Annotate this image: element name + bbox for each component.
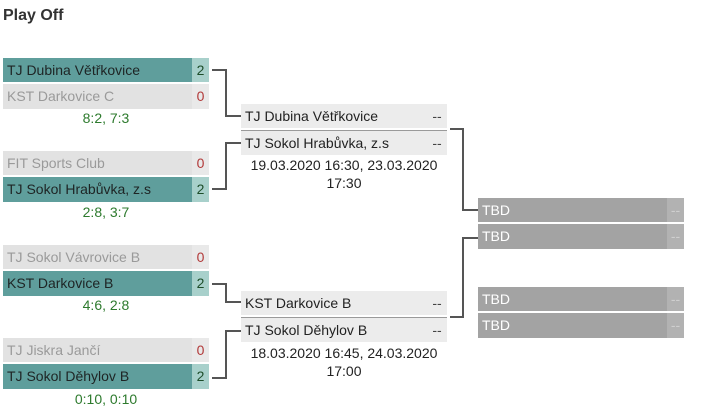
semi-1-team-bottom[interactable]: TJ Sokol Hrabůvka, z.s --: [241, 130, 447, 155]
connector-line: [225, 330, 227, 379]
match-1-result: 8:2, 7:3: [82, 110, 130, 126]
team-score: --: [667, 224, 684, 249]
connector-line: [462, 209, 478, 211]
match-2-team-top[interactable]: FIT Sports Club 0: [3, 151, 209, 176]
team-score: 2: [192, 364, 209, 389]
page-title: Play Off: [3, 7, 64, 24]
team-name: TJ Sokol Děhylov B: [245, 322, 368, 338]
team-score: --: [427, 291, 447, 315]
schedule-line: 19.03.2020 16:30, 23.03.2020: [250, 157, 438, 173]
team-score: 0: [192, 151, 209, 175]
team-name: TJ Dubina Větřkovice: [7, 62, 141, 78]
connector-line: [462, 237, 478, 239]
connector-line: [225, 330, 241, 332]
team-score: --: [667, 313, 684, 338]
third-place-team-top[interactable]: TBD --: [478, 287, 684, 312]
team-score: 0: [192, 84, 209, 109]
match-4-team-bottom[interactable]: TJ Sokol Děhylov B 2: [3, 364, 209, 389]
semi-2-team-top[interactable]: KST Darkovice B --: [241, 291, 447, 316]
schedule-line: 18.03.2020 16:45, 24.03.2020: [250, 345, 438, 361]
team-name: TJ Sokol Hrabůvka, z.s: [7, 181, 151, 197]
match-2-team-bottom[interactable]: TJ Sokol Hrabůvka, z.s 2: [3, 177, 209, 202]
match-3-team-bottom[interactable]: KST Darkovice B 2: [3, 271, 209, 296]
connector-line: [450, 316, 464, 318]
connector-line: [225, 142, 227, 190]
connector-line: [225, 69, 227, 117]
connector-line: [225, 283, 227, 303]
match-4-result: 0:10, 0:10: [74, 391, 138, 407]
team-score: --: [667, 287, 684, 311]
team-name: TJ Jiskra Jančí: [7, 342, 101, 358]
schedule-line: 17:30: [326, 175, 362, 191]
match-1-team-bottom[interactable]: KST Darkovice C 0: [3, 84, 209, 109]
connector-line: [225, 142, 241, 144]
match-3-team-top[interactable]: TJ Sokol Vávrovice B 0: [3, 245, 209, 270]
team-score: 2: [192, 271, 209, 296]
match-3-result: 4:6, 2:8: [82, 297, 130, 313]
team-name: TBD: [482, 228, 510, 244]
final-team-top[interactable]: TBD --: [478, 198, 684, 223]
team-name: TJ Dubina Větřkovice: [245, 108, 379, 124]
team-score: 0: [192, 338, 209, 362]
team-score: --: [427, 104, 447, 128]
team-name: TBD: [482, 317, 510, 333]
connector-line: [225, 115, 241, 117]
team-name: TBD: [482, 202, 510, 218]
team-name: KST Darkovice B: [7, 275, 114, 291]
connector-line: [212, 283, 227, 285]
semi-1-team-top[interactable]: TJ Dubina Větřkovice --: [241, 104, 447, 129]
team-name: TJ Sokol Vávrovice B: [7, 249, 141, 265]
connector-line: [212, 69, 227, 71]
connector-line: [212, 188, 227, 190]
connector-line: [212, 377, 227, 379]
team-score: 0: [192, 245, 209, 269]
team-name: TJ Sokol Hrabůvka, z.s: [245, 135, 389, 151]
connector-line: [450, 128, 464, 130]
team-name: KST Darkovice C: [7, 88, 115, 104]
team-name: FIT Sports Club: [7, 155, 105, 171]
semi-1-schedule: 19.03.2020 16:30, 23.03.2020 17:30: [241, 156, 447, 192]
connector-line: [462, 237, 464, 318]
team-name: TJ Sokol Děhylov B: [7, 368, 130, 384]
team-score: --: [427, 131, 447, 155]
match-4-team-top[interactable]: TJ Jiskra Jančí 0: [3, 338, 209, 363]
match-1-team-top[interactable]: TJ Dubina Větřkovice 2: [3, 58, 209, 83]
third-place-team-bottom[interactable]: TBD --: [478, 313, 684, 338]
schedule-line: 17:00: [326, 363, 362, 379]
connector-line: [225, 301, 241, 303]
team-score: 2: [192, 58, 209, 82]
match-2-result: 2:8, 3:7: [82, 204, 130, 220]
semi-2-team-bottom[interactable]: TJ Sokol Děhylov B --: [241, 317, 447, 342]
team-name: TBD: [482, 291, 510, 307]
final-team-bottom[interactable]: TBD --: [478, 224, 684, 249]
team-score: --: [667, 198, 684, 222]
team-name: KST Darkovice B: [245, 295, 352, 311]
team-score: --: [427, 318, 447, 342]
semi-2-schedule: 18.03.2020 16:45, 24.03.2020 17:00: [241, 344, 447, 380]
team-score: 2: [192, 177, 209, 202]
connector-line: [462, 128, 464, 211]
